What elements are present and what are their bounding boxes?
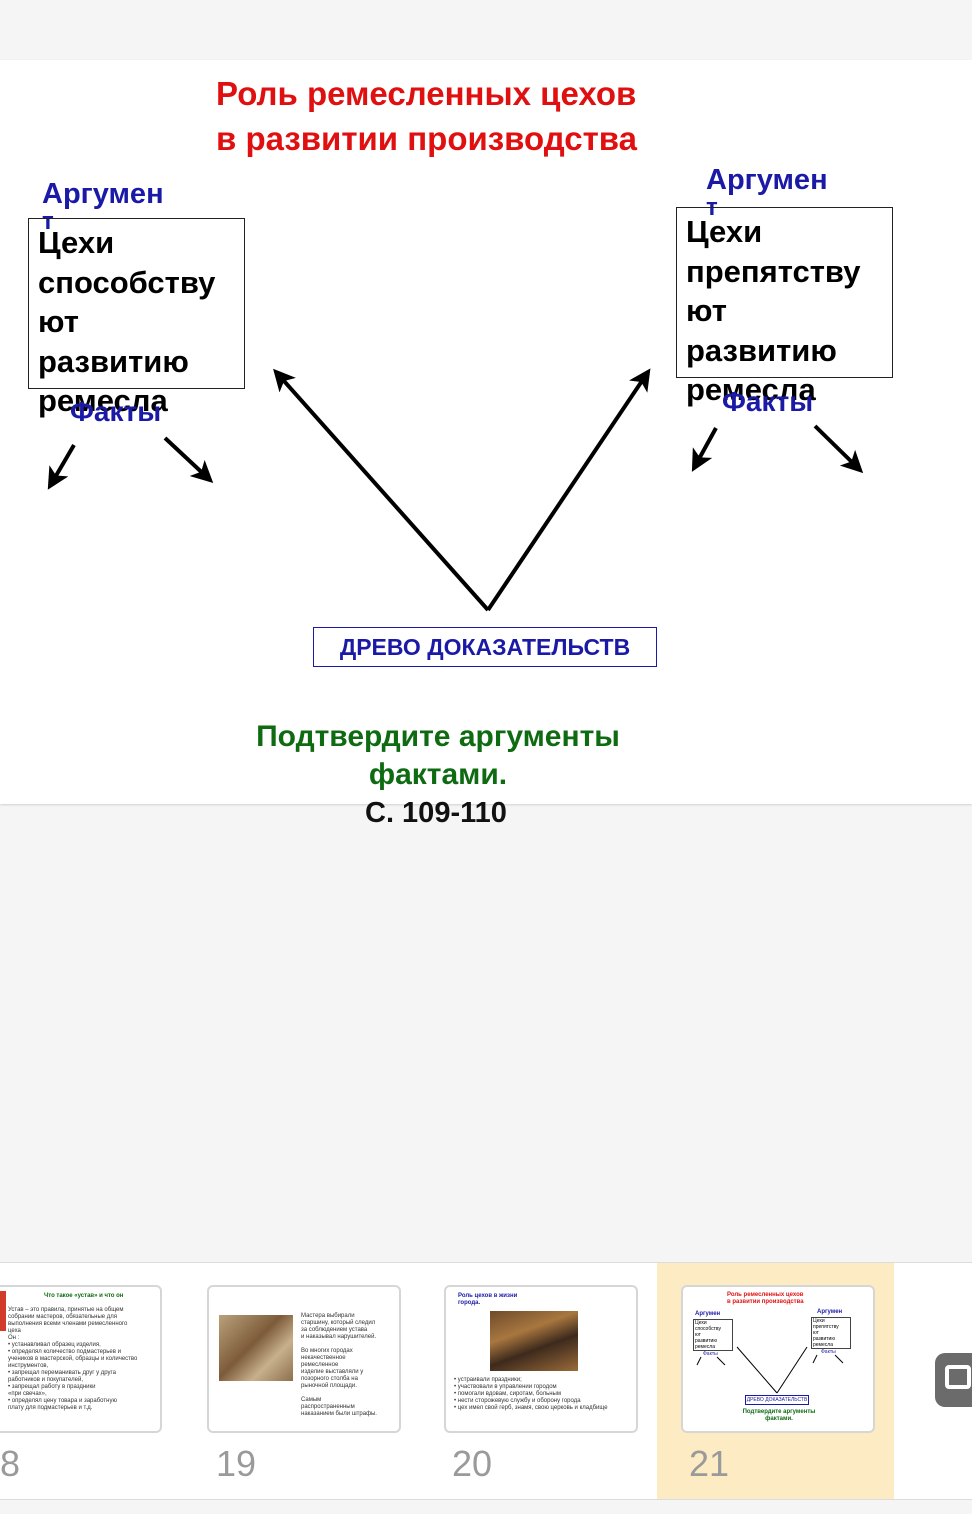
thumbnail-title: Роль цехов в жизни города. bbox=[458, 1293, 518, 1306]
arrow-to-left-argument bbox=[273, 368, 490, 612]
thumbnail-image bbox=[490, 1311, 578, 1371]
slide-canvas[interactable]: Роль ремесленных цехов в развитии произв… bbox=[0, 60, 972, 804]
tree-of-evidence-box: ДРЕВО ДОКАЗАТЕЛЬСТВ bbox=[313, 627, 657, 667]
right-facts-arrow-1 bbox=[691, 427, 718, 472]
left-argument-text: Цехи способству ют развитию ремесла bbox=[38, 225, 216, 418]
thumbnail-title: Роль ремесленных цехов в развитии произв… bbox=[727, 1292, 804, 1305]
slide-number-19: 19 bbox=[216, 1443, 257, 1484]
present-icon bbox=[945, 1365, 971, 1389]
pages-reference: С. 109-110 bbox=[365, 797, 507, 829]
thumbnail-box-right bbox=[811, 1317, 851, 1349]
thumbnail-facts-right: Факты bbox=[821, 1349, 836, 1355]
instruction-line-1: Подтвердите аргументы bbox=[256, 720, 620, 753]
right-argument-text: Цехи препятству ют развитию ремесла bbox=[686, 214, 861, 407]
thumbnail-box-left-text: Цехи способству ют развитию ремесла bbox=[695, 1320, 721, 1350]
slide-thumbnail-20[interactable]: Роль цехов в жизни города. • устраивали … bbox=[444, 1285, 638, 1433]
thumbnail-arg-left: Аргумен bbox=[695, 1311, 721, 1317]
slide-number-20: 20 bbox=[452, 1443, 493, 1484]
arrows-diagram bbox=[47, 368, 864, 612]
thumbnail-body: • устраивали праздники; • участвовали в … bbox=[454, 1377, 608, 1411]
slide-thumbnail-19[interactable]: Мастера выбирали старшину, который следи… bbox=[207, 1285, 401, 1433]
right-argument-label: Аргумен bbox=[706, 164, 828, 196]
arrow-to-right-argument bbox=[486, 368, 651, 612]
left-argument-label: Аргумен bbox=[42, 178, 164, 210]
thumbnail-arrows bbox=[696, 1346, 844, 1394]
thumbnail-footer: Подтвердите аргументы фактами. bbox=[742, 1409, 816, 1422]
left-facts-label: Факты bbox=[70, 396, 162, 427]
thumbnail-box-left bbox=[693, 1319, 733, 1351]
left-facts-arrow-1 bbox=[47, 443, 76, 490]
thumbnail-title: Что такое «устав» и что он bbox=[44, 1293, 124, 1299]
slide-number-8: 8 bbox=[0, 1443, 21, 1484]
slide-title-line-2: в развитии производства bbox=[216, 120, 637, 157]
slide-filmstrip[interactable]: Что такое «устав» и что он Устав – это п… bbox=[0, 1262, 972, 1500]
thumbnail-tree-box: ДРЕВО ДОКАЗАТЕЛЬСТВ bbox=[745, 1395, 809, 1405]
thumbnail-body: Мастера выбирали старшину, который следи… bbox=[301, 1313, 377, 1417]
left-argument-box bbox=[28, 218, 245, 389]
right-facts-arrow-2 bbox=[813, 424, 864, 474]
thumbnail-image bbox=[219, 1315, 293, 1381]
slide-title-line-1: Роль ремесленных цехов bbox=[216, 75, 637, 112]
slide-thumbnail-21[interactable]: Роль ремесленных цехов в развитии произв… bbox=[681, 1285, 875, 1433]
thumbnail-box-right-text: Цехи препятству ют развитию ремесла bbox=[813, 1318, 839, 1348]
instruction-line-2: фактами. bbox=[368, 758, 508, 791]
side-action-button[interactable] bbox=[935, 1353, 972, 1407]
slide-thumbnail-8[interactable]: Что такое «устав» и что он Устав – это п… bbox=[0, 1285, 162, 1433]
slide-number-21: 21 bbox=[689, 1443, 730, 1484]
thumbnail-facts-left: Факты bbox=[703, 1351, 718, 1357]
thumbnail-image bbox=[0, 1291, 6, 1331]
right-facts-label: Факты bbox=[722, 386, 814, 417]
left-argument-label-overflow: т bbox=[42, 208, 54, 235]
left-facts-arrow-2 bbox=[163, 436, 214, 484]
right-argument-box bbox=[676, 207, 893, 378]
thumbnail-body: Устав – это правила, принятые на общем с… bbox=[8, 1307, 138, 1411]
thumbnail-arg-right: Аргумен bbox=[817, 1309, 843, 1315]
